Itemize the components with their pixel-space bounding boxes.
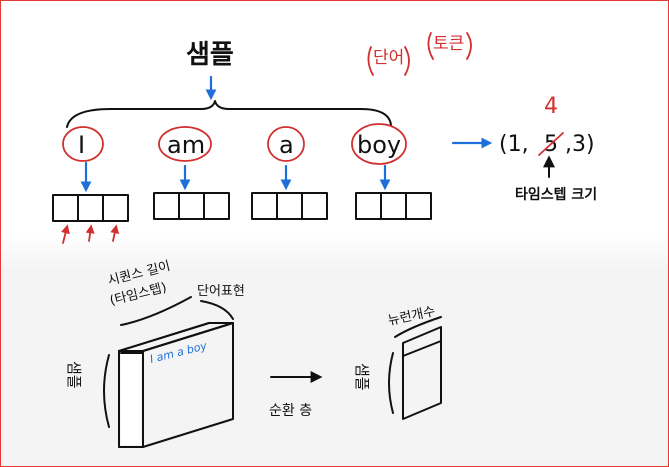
output-tensor-box	[402, 326, 442, 420]
shape-new-value: 4	[544, 94, 558, 119]
bottom-background-fade	[1, 231, 668, 271]
word-vector-am	[153, 192, 230, 220]
word-circle-boy	[351, 123, 407, 165]
token-note: 단어 토큰	[367, 32, 472, 76]
shape-tuple: (1, 5 4 ,3) 타임스텝 크기	[499, 94, 597, 203]
embedding-arrows	[80, 161, 391, 193]
word-vector-boy	[355, 192, 432, 220]
token-note-token: 토큰	[433, 34, 464, 54]
word-repr-label: 단어표현	[197, 284, 245, 299]
sample-label-top: 샘플	[186, 40, 234, 70]
word-token-am: am	[167, 131, 205, 159]
seq-length-label: 시퀀스 길이 (타임스텝)	[106, 259, 172, 309]
neuron-count-label: 뉴런개수	[387, 304, 437, 329]
sample-right-brace	[388, 352, 394, 414]
feature-arrows	[61, 224, 120, 244]
word-tokens: I am a boy	[62, 123, 407, 165]
sample-label-left: 샘플	[65, 361, 83, 389]
seq-length-brace	[120, 296, 192, 326]
sentence-on-box: I am a boy	[149, 339, 209, 366]
word-circle-i	[62, 126, 104, 162]
token-note-word: 단어	[373, 48, 404, 68]
word-circle-a	[267, 126, 305, 162]
word-repr-brace	[200, 300, 234, 320]
neuron-brace	[394, 316, 442, 338]
word-vector-i	[52, 194, 129, 222]
input-tensor-box	[118, 322, 234, 448]
timestep-label: 타임스텝 크기	[515, 187, 597, 203]
shape-close: ,3)	[565, 132, 595, 157]
word-circle-am	[158, 126, 212, 162]
sample-brace	[66, 100, 392, 128]
word-token-a: a	[279, 131, 294, 159]
sample-left-brace	[103, 354, 110, 428]
word-vectors	[52, 192, 432, 222]
word-vector-a	[251, 192, 328, 220]
word-token-boy: boy	[357, 131, 401, 159]
shape-open: (1,	[499, 132, 529, 157]
word-token-i: I	[78, 131, 85, 159]
rnn-layer-label: 순환 층	[269, 403, 312, 419]
sample-label-right: 샘플	[353, 363, 371, 391]
bottom-background	[1, 271, 668, 466]
